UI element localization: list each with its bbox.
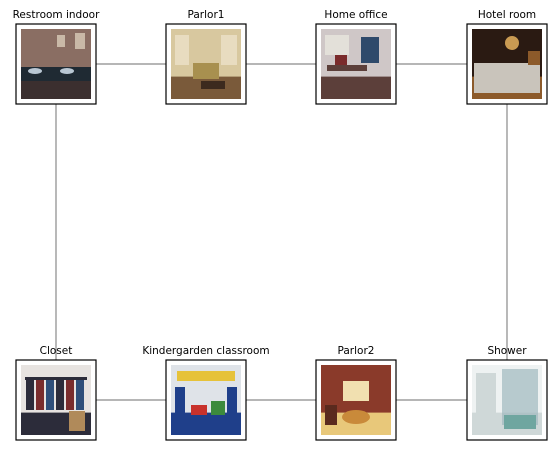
thumbnail-drawers (69, 411, 85, 431)
thumbnail-dispenser (57, 35, 65, 47)
thumbnail-curtain (175, 35, 189, 65)
thumbnail-cabinet (211, 401, 225, 415)
scene-thumbnail (321, 29, 391, 99)
thumbnail-table (201, 81, 225, 89)
node-home-office: Home office (315, 9, 397, 105)
node-label: Shower (487, 345, 527, 357)
scene-thumbnail (472, 29, 542, 99)
thumbnail-shelf (175, 387, 185, 413)
thumbnail-garment (56, 380, 64, 410)
node-label: Kindergarden classroom (142, 345, 269, 357)
thumbnail-chair (325, 405, 337, 425)
thumbnail-valance (325, 369, 387, 381)
thumbnail-sink (60, 68, 74, 74)
thumbnail-banner (177, 371, 235, 381)
thumbnail-floor (171, 412, 241, 435)
thumbnail-garment (46, 380, 54, 410)
scene-thumbnail (472, 365, 542, 435)
thumbnail-table (342, 410, 370, 424)
thumbnail-lamp (505, 36, 519, 50)
scene-thumbnail (171, 29, 241, 99)
thumbnail-garment (36, 380, 44, 410)
scene-thumbnail (321, 365, 391, 435)
thumbnail-desk (327, 65, 367, 71)
scene-thumbnail (21, 365, 91, 435)
thumbnail-sofa (193, 63, 219, 79)
thumbnail-poster (325, 35, 349, 55)
node-hotel-room: Hotel room (466, 9, 548, 105)
thumbnail-table (191, 405, 207, 415)
node-parlor1: Parlor1 (165, 9, 247, 105)
node-label: Parlor1 (188, 9, 225, 21)
thumbnail-garment (66, 380, 74, 410)
thumbnail-nightstand (528, 51, 540, 65)
thumbnail-shelf (227, 387, 237, 415)
thumbnail-bed (474, 63, 540, 93)
thumbnail-rail (25, 377, 87, 380)
thumbnail-garment (76, 380, 84, 410)
scene-thumbnail (21, 29, 91, 99)
thumbnail-floor (321, 76, 391, 99)
node-closet: Closet (15, 345, 97, 441)
thumbnail-curtain (221, 35, 237, 65)
node-label: Hotel room (478, 9, 536, 21)
node-label: Restroom indoor (13, 9, 100, 21)
scene-thumbnail (171, 365, 241, 435)
node-shower: Shower (466, 345, 548, 441)
thumbnail-tile-wall (476, 373, 496, 419)
thumbnail-tray (504, 415, 536, 429)
thumbnail-floor (21, 76, 91, 99)
thumbnail-garment (26, 380, 34, 410)
node-label: Parlor2 (338, 345, 375, 357)
connectors-layer (55, 63, 508, 401)
nodes-layer: Restroom indoor Parlor1 Home office Hotel r… (13, 9, 548, 441)
thumbnail-sink (28, 68, 42, 74)
thumbnail-dispenser (75, 33, 85, 49)
thumbnail-window (361, 37, 379, 63)
node-label: Home office (324, 9, 387, 21)
thumbnail-window (343, 381, 369, 401)
node-restroom-indoor: Restroom indoor (13, 9, 100, 105)
node-parlor2: Parlor2 (315, 345, 397, 441)
node-kindergarden-classroom: Kindergarden classroom (142, 345, 270, 441)
thumbnail-monitor (335, 55, 347, 65)
node-label: Closet (40, 345, 73, 357)
